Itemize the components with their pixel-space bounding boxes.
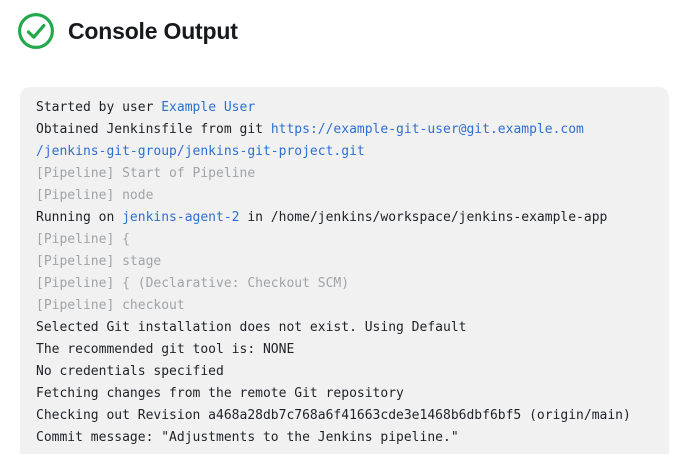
console-line: [Pipeline] checkout: [36, 295, 653, 317]
console-line: The recommended git tool is: NONE: [36, 339, 653, 361]
console-text-muted: [Pipeline] node: [36, 188, 154, 203]
console-text: Running on: [36, 210, 123, 225]
console-line: Checking out Revision a468a28db7c768a6f4…: [36, 405, 653, 427]
console-text-muted: [Pipeline] Start of Pipeline: [36, 166, 256, 181]
console-line: [Pipeline] {: [36, 229, 653, 251]
success-check-circle-icon: [18, 13, 54, 49]
console-line: No credentials specified: [36, 361, 653, 383]
console-line: Running on jenkins-agent-2 in /home/jenk…: [36, 207, 653, 229]
console-link[interactable]: Example User: [161, 100, 256, 115]
console-link[interactable]: https://example-git-user@git.example.com: [270, 122, 584, 137]
console-line: [Pipeline] { (Declarative: Checkout SCM): [36, 273, 653, 295]
page-header: Console Output: [0, 0, 686, 50]
console-line: /jenkins-git-group/jenkins-git-project.g…: [36, 141, 653, 163]
console-line: [Pipeline] stage: [36, 251, 653, 273]
console-line: Started by user Example User: [36, 97, 653, 119]
console-text: Selected Git installation does not exist…: [36, 320, 467, 335]
console-text-muted: [Pipeline] {: [36, 232, 130, 247]
console-text-muted: [Pipeline] stage: [36, 254, 162, 269]
console-line: Commit message: "Adjustments to the Jenk…: [36, 427, 653, 449]
console-link[interactable]: jenkins-agent-2: [122, 210, 240, 225]
console-line: Selected Git installation does not exist…: [36, 317, 653, 339]
console-text: Obtained Jenkinsfile from git: [36, 122, 271, 137]
page-title: Console Output: [68, 17, 238, 44]
console-line: Fetching changes from the remote Git rep…: [36, 383, 653, 405]
console-text-muted: [Pipeline] { (Declarative: Checkout SCM): [36, 276, 350, 291]
console-text: Commit message: "Adjustments to the Jenk…: [36, 430, 459, 445]
console-text: Fetching changes from the remote Git rep…: [36, 386, 404, 401]
console-text: in /home/jenkins/workspace/jenkins-examp…: [239, 210, 608, 225]
console-line: Obtained Jenkinsfile from git https://ex…: [36, 119, 653, 141]
console-text: The recommended git tool is: NONE: [36, 342, 295, 357]
console-text: No credentials specified: [36, 364, 224, 379]
console-line: [Pipeline] Start of Pipeline: [36, 163, 653, 185]
console-line: [Pipeline] node: [36, 185, 653, 207]
console-text: Started by user: [36, 100, 162, 115]
console-text: Checking out Revision a468a28db7c768a6f4…: [36, 408, 631, 423]
console-link[interactable]: /jenkins-git-group/jenkins-git-project.g…: [36, 144, 365, 159]
console-text-muted: [Pipeline] checkout: [36, 298, 185, 313]
